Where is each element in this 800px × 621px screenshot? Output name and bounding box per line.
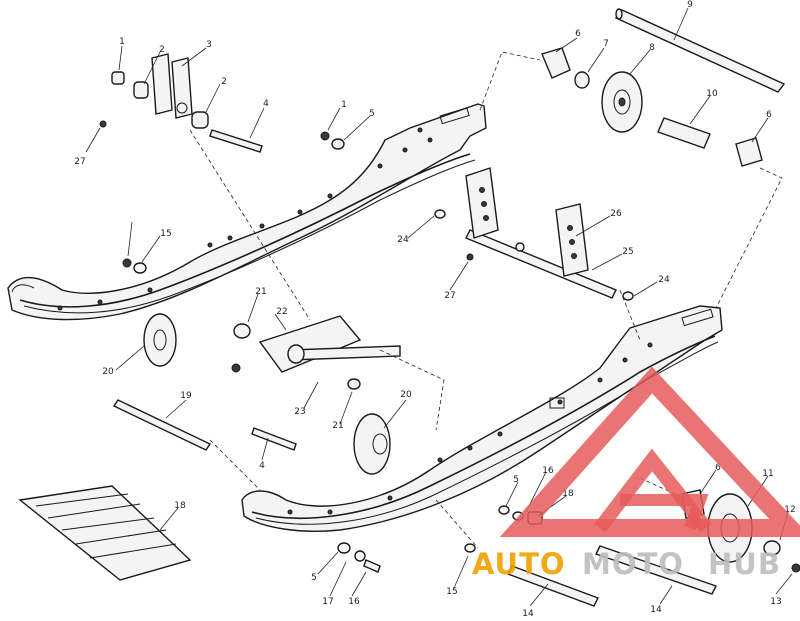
- callout-24: 24: [658, 275, 670, 285]
- callout-9: 9: [687, 0, 693, 10]
- callout-3: 3: [206, 40, 212, 50]
- callout-labels: 1 2 3 2 4 27 1 5 15 6 7 8 9 10 6 24 26 2…: [74, 0, 795, 619]
- callout-7: 7: [603, 39, 609, 49]
- top-left-hardware: [99, 53, 345, 274]
- callout-20: 20: [400, 390, 412, 400]
- callout-2: 2: [221, 77, 227, 87]
- watermark-logo: AUTO MOTO HUB: [472, 366, 800, 581]
- callout-22: 22: [276, 307, 287, 317]
- callout-21: 21: [255, 287, 266, 297]
- callout-20: 20: [102, 367, 114, 377]
- callout-18: 18: [562, 489, 574, 499]
- callout-1: 1: [119, 37, 125, 47]
- watermark-text-hub: HUB: [708, 547, 781, 581]
- callout-24: 24: [397, 235, 409, 245]
- callout-6: 6: [575, 29, 581, 39]
- callout-27: 27: [444, 291, 455, 301]
- callout-2: 2: [159, 45, 165, 55]
- callout-11: 11: [762, 469, 773, 479]
- callout-25: 25: [622, 247, 633, 257]
- callout-14: 14: [522, 609, 534, 619]
- callout-6: 6: [715, 463, 721, 473]
- callout-17: 17: [322, 597, 333, 607]
- callout-16: 16: [542, 466, 554, 476]
- lower-rail: [241, 305, 723, 532]
- callout-16: 16: [348, 597, 360, 607]
- callout-8: 8: [649, 43, 655, 53]
- callout-12: 12: [784, 505, 795, 515]
- middle-hardware: [112, 313, 401, 475]
- callout-26: 26: [610, 209, 622, 219]
- watermark-text-moto: MOTO: [582, 547, 684, 581]
- bottom-right-hardware: [337, 489, 800, 607]
- callout-27: 27: [74, 157, 85, 167]
- callout-6: 6: [766, 110, 772, 120]
- callout-23: 23: [294, 407, 305, 417]
- callout-19: 19: [180, 391, 192, 401]
- callout-15: 15: [446, 587, 457, 597]
- callout-4: 4: [263, 99, 269, 109]
- leader-lines: [85, 7, 793, 607]
- callout-18: 18: [174, 501, 186, 511]
- callout-13: 13: [770, 597, 781, 607]
- callout-10: 10: [706, 89, 718, 99]
- callout-14: 14: [650, 605, 662, 615]
- callout-5: 5: [513, 475, 519, 485]
- callout-4: 4: [259, 461, 265, 471]
- callout-1: 1: [341, 100, 347, 110]
- callout-21: 21: [332, 421, 343, 431]
- callout-5: 5: [369, 109, 375, 119]
- watermark-text-auto: AUTO: [472, 547, 566, 581]
- callout-15: 15: [160, 229, 171, 239]
- callout-5: 5: [311, 573, 317, 583]
- center-crossshaft: [434, 167, 634, 301]
- track-section: [18, 485, 192, 581]
- upper-rail: [7, 103, 487, 321]
- top-right-hardware: [541, 8, 786, 167]
- alignment-lines: [189, 51, 783, 549]
